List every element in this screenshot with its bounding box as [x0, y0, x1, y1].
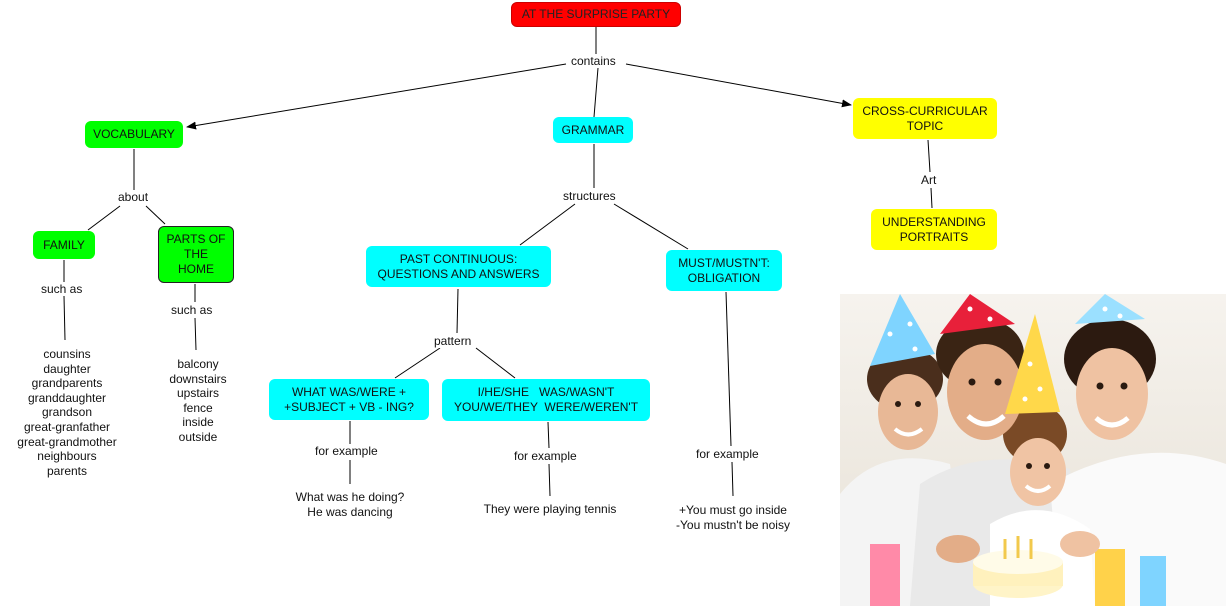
past-continuous-node[interactable]: PAST CONTINUOUS: QUESTIONS AND ANSWERS [366, 246, 551, 287]
i-he-she-line1: I/HE/SHE WAS/WASN'T [477, 385, 615, 399]
line-ihe-example [547, 421, 550, 449]
line-contains-grammar [593, 67, 599, 118]
link-contains: contains [569, 54, 618, 68]
line-must-example [725, 291, 732, 447]
link-for-example-3: for example [694, 447, 761, 461]
grammar-label: GRAMMAR [561, 122, 625, 137]
parts-of-home-line3: HOME [178, 262, 214, 276]
root-node[interactable]: AT THE SURPRISE PARTY [511, 2, 681, 27]
parts-of-home-line1: PARTS OF [166, 232, 226, 246]
list-item: inside [182, 415, 214, 430]
parts-of-home-node[interactable]: PARTS OF THE HOME [158, 226, 234, 283]
link-for-example-2: for example [512, 449, 579, 463]
link-for-example-1: for example [313, 444, 380, 458]
must-mustnt-line1: MUST/MUSTN'T: [678, 255, 770, 270]
what-was-line2: +SUBJECT + VB - ING? [284, 399, 414, 414]
line-structures-past [519, 203, 576, 246]
understanding-portraits-node[interactable]: UNDERSTANDING PORTRAITS [871, 209, 997, 250]
link-pattern: pattern [432, 334, 474, 348]
line-structures-must [613, 203, 689, 250]
arrow-to-cross [625, 63, 852, 108]
family-node[interactable]: FAMILY [33, 231, 95, 259]
line-pattern-what [394, 347, 441, 379]
link-about: about [116, 190, 151, 204]
past-continuous-line1: PAST CONTINUOUS: [399, 251, 518, 266]
example-line: He was dancing [307, 504, 393, 519]
list-item: great-granfather [23, 419, 111, 434]
must-example: +You must go inside -You mustn't be nois… [660, 503, 806, 532]
line-suchas-list2 [194, 317, 197, 351]
question-example: What was he doing? He was dancing [280, 490, 420, 519]
list-item: granddaughter [27, 390, 107, 405]
example-line: What was he doing? [295, 490, 405, 504]
list-item: parents [46, 463, 88, 478]
list-item: neighbours [37, 449, 97, 464]
list-item: outside [178, 429, 218, 444]
grammar-node[interactable]: GRAMMAR [553, 117, 633, 143]
cross-curricular-line2: TOPIC [906, 118, 944, 133]
list-item: daughter [43, 361, 91, 376]
must-mustnt-node[interactable]: MUST/MUSTN'T: OBLIGATION [666, 250, 782, 291]
i-he-she-line2: YOU/WE/THEY WERE/WEREN'T [453, 400, 639, 414]
example-line: They were playing tennis [483, 502, 617, 516]
line-suchas-list [63, 295, 66, 341]
line-about-family [87, 205, 121, 231]
link-art: Art [919, 173, 939, 187]
family-party-photo [840, 294, 1226, 606]
list-item: fence [183, 400, 213, 415]
parts-of-home-line2: THE [184, 247, 208, 261]
i-he-she-node[interactable]: I/HE/SHE WAS/WASN'T YOU/WE/THEY WERE/WER… [442, 379, 650, 421]
link-structures: structures [561, 189, 618, 203]
list-item: balcony [177, 357, 219, 371]
line-example-a [548, 463, 551, 497]
list-item: grandson [41, 405, 93, 420]
line-art-portraits [930, 187, 933, 209]
root-label: AT THE SURPRISE PARTY [521, 7, 671, 21]
vocabulary-node[interactable]: VOCABULARY [85, 121, 183, 148]
example-line: +You must go inside [679, 503, 787, 517]
understanding-portraits-line2: PORTRAITS [899, 229, 969, 244]
line-past-pattern [456, 288, 459, 334]
list-item: great-grandmother [17, 434, 117, 449]
cross-curricular-node[interactable]: CROSS-CURRICULAR TOPIC [853, 98, 997, 139]
list-item: counsins [43, 347, 91, 361]
past-continuous-line2: QUESTIONS AND ANSWERS [377, 266, 540, 281]
line-about-home [145, 205, 166, 225]
must-mustnt-line2: OBLIGATION [687, 270, 761, 285]
list-item: upstairs [176, 386, 220, 401]
example-line: -You mustn't be noisy [676, 517, 790, 532]
what-was-node[interactable]: WHAT WAS/WERE + +SUBJECT + VB - ING? [269, 379, 429, 420]
what-was-line1: WHAT WAS/WERE + [291, 384, 407, 399]
line-cross-art [927, 139, 931, 173]
family-words-list: counsins daughter grandparents granddaug… [2, 347, 132, 478]
answer-example: They were playing tennis [470, 502, 630, 517]
cross-curricular-line1: CROSS-CURRICULAR [862, 103, 988, 118]
link-such-as-family: such as [39, 282, 85, 296]
list-item: downstairs [169, 371, 227, 386]
line-example-must [731, 461, 734, 497]
understanding-portraits-line1: UNDERSTANDING [882, 214, 986, 229]
link-such-as-home: such as [169, 303, 215, 317]
list-item: grandparents [31, 376, 103, 391]
vocabulary-label: VOCABULARY [93, 127, 175, 141]
line-pattern-ihe [475, 347, 516, 379]
home-words-list: balcony downstairs upstairs fence inside… [158, 357, 238, 445]
family-label: FAMILY [43, 237, 85, 252]
arrow-to-vocabulary [186, 63, 567, 130]
